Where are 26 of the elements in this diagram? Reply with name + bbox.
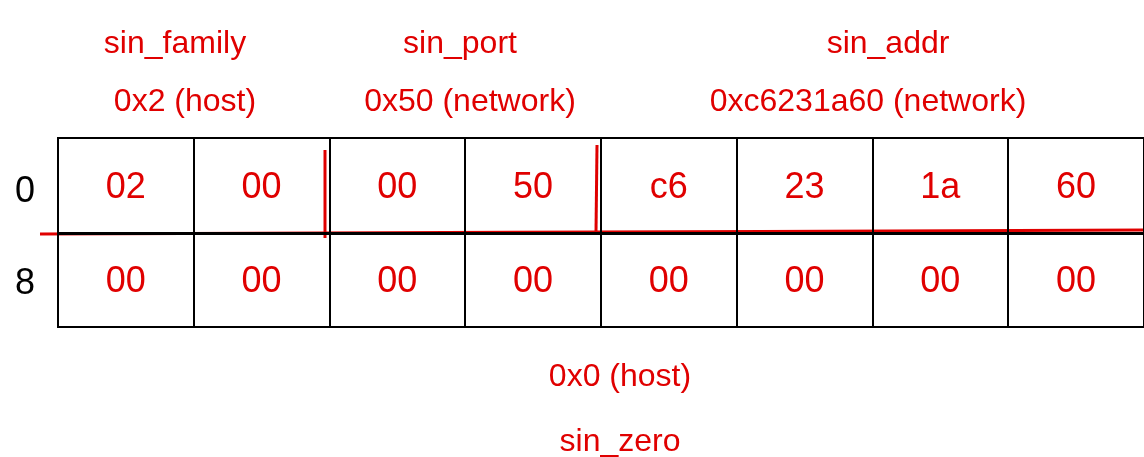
- byte-cell: 23: [735, 137, 874, 235]
- byte-cell: 02: [57, 137, 195, 235]
- field-value: 0xc6231a60 (network): [709, 81, 1027, 119]
- byte-cell: 00: [328, 137, 467, 235]
- row-offset: 8: [15, 261, 35, 303]
- row-offset: 0: [15, 169, 35, 211]
- field-value: 0x2 (host): [113, 81, 257, 119]
- byte-cell: 00: [57, 232, 195, 328]
- field-name: sin_port: [403, 23, 517, 61]
- byte-cell: 00: [192, 137, 331, 235]
- byte-cell: 00: [871, 232, 1010, 328]
- field-value: 0x50 (network): [364, 81, 576, 119]
- byte-cell: c6: [600, 137, 738, 235]
- field-name: sin_family: [103, 23, 247, 61]
- byte-cell: 60: [1007, 137, 1144, 235]
- byte-cell: 00: [1007, 232, 1144, 328]
- field-name: sin_zero: [559, 421, 681, 457]
- byte-cell: 00: [192, 232, 331, 328]
- byte-cell: 1a: [871, 137, 1010, 235]
- field-value: 0x0 (host): [548, 356, 692, 394]
- byte-cell: 00: [464, 232, 602, 328]
- byte-cell: 50: [464, 137, 602, 235]
- byte-cell: 00: [328, 232, 467, 328]
- byte-cell: 00: [735, 232, 874, 328]
- byte-cell: 00: [600, 232, 738, 328]
- field-name: sin_addr: [826, 23, 950, 61]
